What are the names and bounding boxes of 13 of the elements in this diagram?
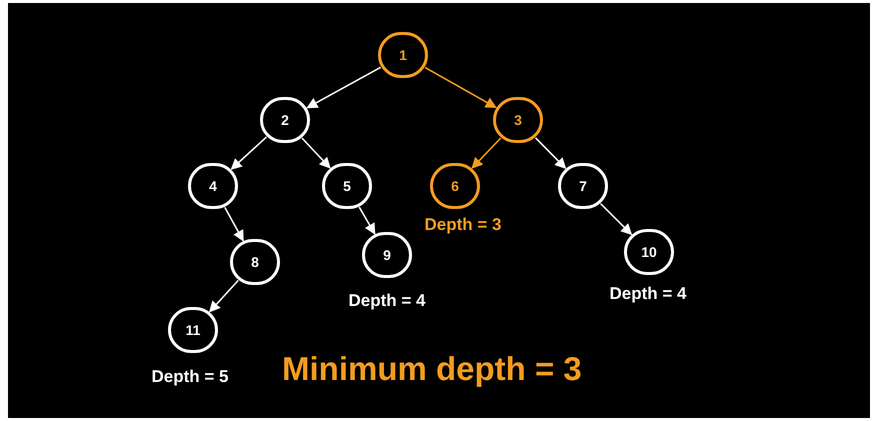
arrow (208, 280, 239, 312)
arrow (600, 203, 632, 236)
depth-label: Depth = 4 (610, 283, 686, 305)
depth-label: Depth = 3 (424, 214, 502, 236)
depth-label: Depth = 4 (348, 290, 426, 312)
arrow (471, 137, 502, 169)
arrow (224, 207, 244, 242)
arrow (230, 136, 268, 170)
arrow (534, 137, 566, 170)
depth-label: Depth = 5 (152, 366, 228, 388)
arrow (358, 206, 376, 235)
result-text: Minimum depth = 3 (282, 349, 582, 389)
arrow (301, 138, 331, 169)
